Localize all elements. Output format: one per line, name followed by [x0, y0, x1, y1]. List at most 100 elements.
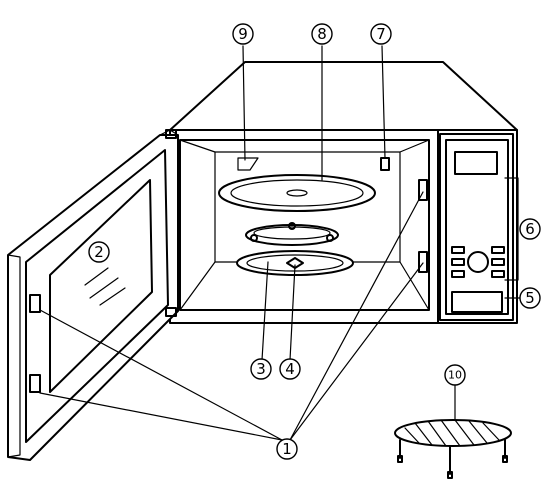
door-release-pad	[451, 291, 503, 313]
leader-line-1	[39, 309, 283, 441]
cavity-edge	[179, 261, 216, 311]
oven-cavity	[179, 139, 430, 311]
wire-rack-bar	[468, 420, 488, 444]
turntable-coupler	[286, 257, 304, 269]
wire-rack-bar	[454, 419, 475, 446]
roller-wheel	[288, 222, 296, 230]
callout-label: 4	[285, 360, 295, 378]
leader-line-6	[504, 177, 519, 281]
panel-button	[491, 270, 505, 278]
callout-label: 2	[94, 243, 104, 261]
callout-circle	[519, 218, 541, 240]
leader-line-9	[242, 45, 246, 161]
control-knob	[467, 251, 489, 273]
leader-line-1	[39, 392, 283, 441]
door-hinge-bottom	[165, 307, 177, 317]
callout-circle	[311, 23, 333, 45]
callout-label: 6	[525, 220, 535, 238]
callout-label: 10	[448, 369, 462, 382]
panel-button	[491, 246, 505, 254]
door-edge	[7, 254, 21, 458]
callout-9: 9	[232, 23, 254, 45]
panel-button	[451, 258, 465, 266]
callout-label: 3	[256, 360, 266, 378]
wire-rack-bar	[440, 419, 461, 447]
display-window	[454, 151, 498, 175]
control-panel-face	[439, 133, 514, 321]
callout-circle	[279, 358, 301, 380]
roller-wheel	[250, 234, 258, 242]
door-hinge-top	[165, 129, 177, 139]
front-frame	[169, 129, 439, 324]
waveguide-cover	[237, 157, 259, 171]
wire-rack-foot	[397, 455, 403, 463]
callout-circle	[519, 287, 541, 309]
glass-tray-inner	[230, 179, 364, 207]
glass-tray-rim	[218, 174, 376, 212]
door-interlock-upper	[418, 179, 428, 201]
callout-3: 3	[250, 358, 272, 380]
glass-reflection	[89, 277, 119, 299]
callout-label: 7	[376, 25, 386, 43]
leader-lines	[39, 45, 521, 441]
glass-tray-hub	[286, 189, 308, 197]
callout-8: 8	[311, 23, 333, 45]
callout-circle	[232, 23, 254, 45]
panel-button	[491, 258, 505, 266]
leader-line-1	[289, 262, 424, 441]
door-latch-lower	[29, 374, 41, 393]
control-panel	[439, 133, 514, 321]
door-outer	[7, 134, 179, 461]
panel-button	[451, 270, 465, 278]
cavity-edge	[399, 139, 430, 153]
microwave-door	[7, 129, 179, 461]
wire-rack-bar	[414, 422, 433, 446]
wire-rack-bar	[427, 420, 447, 447]
callout-10: 10	[444, 364, 466, 386]
leader-line-7	[381, 45, 386, 159]
leader-line-1	[289, 191, 424, 441]
roller-ring-inner	[253, 226, 331, 240]
top-surface	[169, 61, 518, 131]
callout-circle	[276, 438, 298, 460]
wire-rack-bar	[404, 427, 420, 444]
wire-rack	[394, 419, 512, 479]
callout-label: 5	[525, 289, 535, 307]
wire-rack-ring	[394, 419, 512, 447]
cavity-edge	[179, 139, 216, 153]
callout-2: 2	[88, 241, 110, 263]
door-inner-frame	[25, 149, 169, 443]
roller-ring	[245, 222, 339, 246]
callout-7: 7	[370, 23, 392, 45]
door-window	[49, 179, 153, 393]
callout-label: 9	[238, 25, 248, 43]
wire-rack-foot	[447, 471, 453, 479]
callout-4: 4	[279, 358, 301, 380]
callout-circle	[88, 241, 110, 263]
callout-circle	[250, 358, 272, 380]
callout-5: 5	[519, 287, 541, 309]
callout-1: 1	[276, 438, 298, 460]
callout-circle	[370, 23, 392, 45]
callout-label: 8	[317, 25, 327, 43]
callout-circle	[444, 364, 466, 386]
leader-line-3	[261, 261, 269, 361]
leader-line-4	[289, 264, 296, 361]
roller-wheel	[326, 234, 334, 242]
cavity-opening	[179, 139, 430, 311]
cavity-edge	[399, 261, 430, 311]
wire-rack-bar	[482, 422, 500, 441]
glass-tray	[218, 174, 376, 212]
glass-reflection	[84, 267, 109, 286]
door-latch-upper	[29, 294, 41, 313]
control-panel-inner	[445, 139, 509, 315]
panel-button	[451, 246, 465, 254]
glass-reflection	[99, 287, 126, 306]
door-interlock-lower	[418, 251, 428, 273]
callout-label: 1	[282, 440, 292, 458]
callout-6: 6	[519, 218, 541, 240]
roller-ring-outer	[245, 224, 339, 246]
wire-rack-foot	[502, 455, 508, 463]
